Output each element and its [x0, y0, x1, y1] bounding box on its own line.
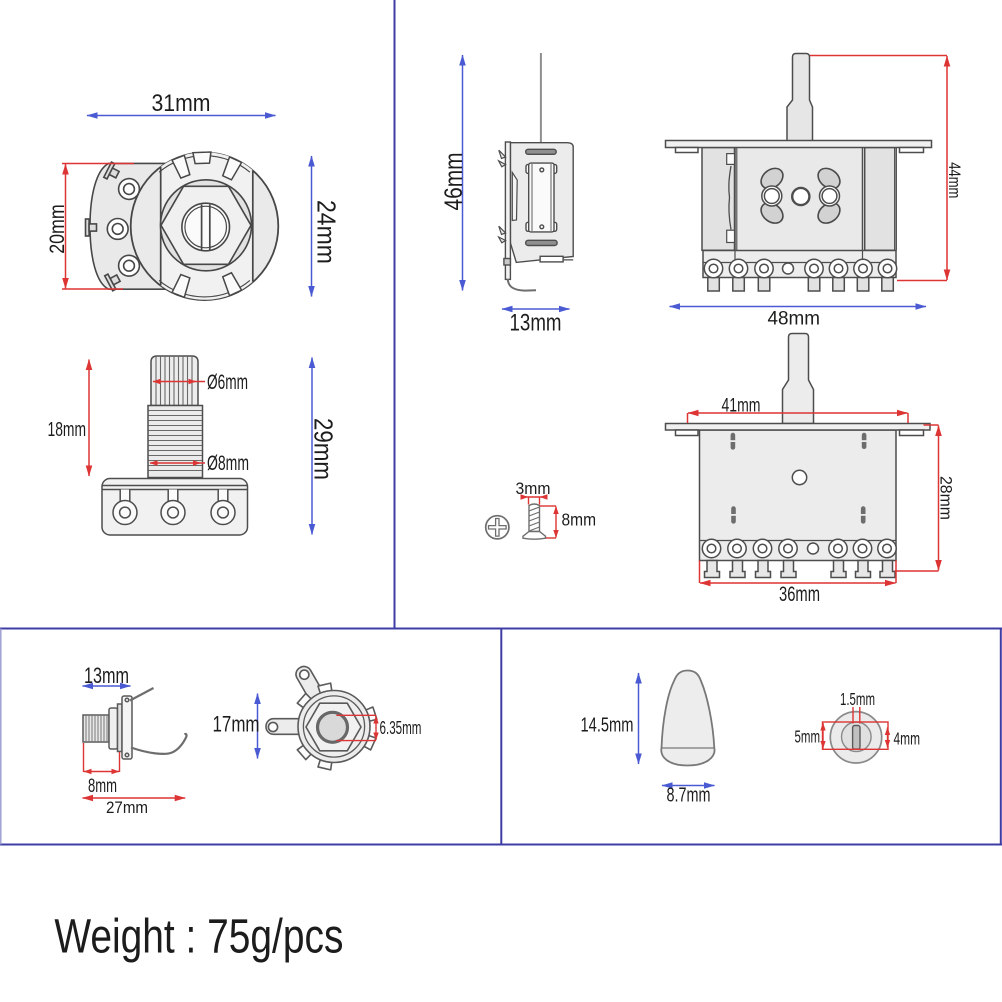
- svg-text:13mm: 13mm: [510, 310, 562, 337]
- svg-text:8mm: 8mm: [88, 776, 117, 797]
- svg-text:29mm: 29mm: [309, 418, 339, 480]
- svg-text:20mm: 20mm: [46, 204, 69, 254]
- svg-text:14.5mm: 14.5mm: [581, 714, 634, 737]
- svg-text:17mm: 17mm: [213, 712, 260, 737]
- svg-text:28mm: 28mm: [937, 476, 956, 520]
- svg-text:46mm: 46mm: [440, 153, 468, 211]
- svg-text:48mm: 48mm: [768, 308, 821, 330]
- svg-text:27mm: 27mm: [106, 799, 148, 817]
- svg-text:8.7mm: 8.7mm: [667, 785, 711, 807]
- svg-text:4mm: 4mm: [894, 729, 921, 749]
- svg-text:36mm: 36mm: [779, 583, 820, 606]
- svg-text:3mm: 3mm: [516, 479, 551, 498]
- svg-text:Weight : 75g/pcs: Weight : 75g/pcs: [54, 911, 343, 964]
- svg-text:1.5mm: 1.5mm: [840, 689, 875, 709]
- svg-text:6.35mm: 6.35mm: [380, 718, 422, 738]
- svg-text:18mm: 18mm: [48, 419, 87, 441]
- svg-text:Ø6mm: Ø6mm: [207, 371, 248, 394]
- svg-text:5mm: 5mm: [795, 727, 821, 747]
- svg-text:Ø8mm: Ø8mm: [207, 452, 249, 475]
- svg-text:44mm: 44mm: [945, 162, 964, 198]
- svg-text:24mm: 24mm: [312, 200, 342, 264]
- svg-text:31mm: 31mm: [152, 90, 211, 117]
- svg-text:8mm: 8mm: [562, 510, 597, 530]
- svg-text:41mm: 41mm: [722, 396, 761, 417]
- svg-text:13mm: 13mm: [84, 663, 129, 688]
